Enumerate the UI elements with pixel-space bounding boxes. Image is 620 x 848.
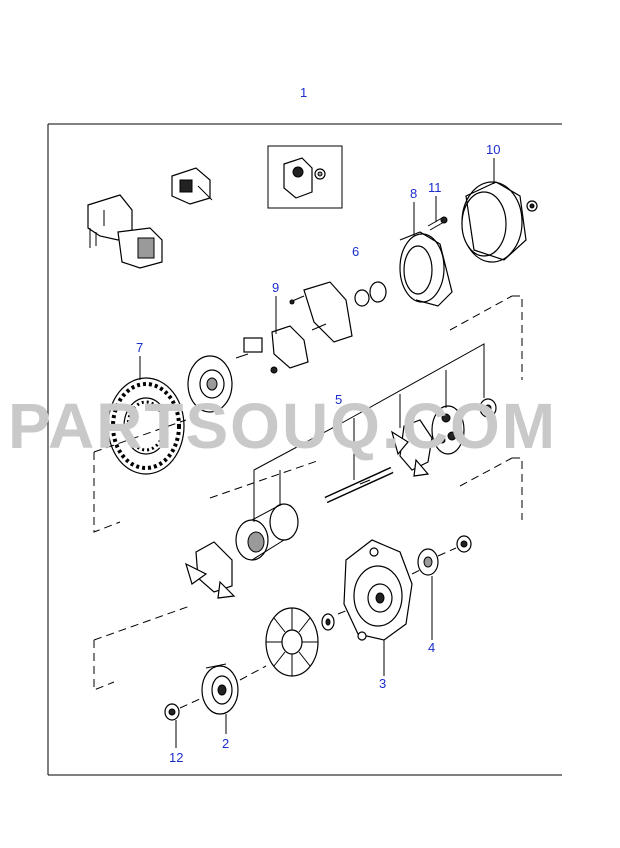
rear-cover-part (461, 181, 538, 263)
dashed-axis-mid (209, 459, 321, 499)
callout-6: 6 (352, 244, 359, 259)
leader-5-left (253, 408, 341, 522)
callout-8: 8 (410, 186, 417, 201)
dashed-outline-right-upper (512, 295, 523, 380)
inner-fan-part (391, 419, 433, 477)
callout-1: 1 (300, 85, 307, 100)
rotor-part (235, 503, 299, 561)
front-fan-part (185, 541, 236, 599)
dashed-axis-fan (239, 665, 267, 681)
brush-holder-part (289, 281, 353, 343)
rear-bearing-part (479, 398, 497, 418)
seal-plate-part (187, 355, 233, 413)
front-housing-part (343, 539, 413, 641)
callout-9: 9 (272, 280, 279, 295)
regulator-part (171, 167, 213, 205)
pulley-nut-part (164, 703, 180, 721)
callout-4: 4 (428, 640, 435, 655)
callout-3: 3 (379, 676, 386, 691)
wiring-bracket-part (87, 194, 163, 269)
leader-5-right (339, 343, 485, 425)
bolt-part (427, 216, 448, 231)
rotor-shaft-part (324, 466, 394, 504)
brush-assembly-part (235, 325, 309, 374)
inset-box (267, 145, 343, 209)
dashed-axis-pulley (179, 697, 203, 709)
brush-holder-inset-part (283, 157, 326, 199)
callout-10: 10 (486, 142, 500, 157)
cooling-fan-part (265, 607, 319, 677)
dashed-axis-lower (93, 605, 191, 641)
dashed-axis-left (93, 419, 187, 453)
dashed-outline-right-lower (512, 457, 523, 520)
bearing-part (354, 281, 387, 307)
callout-2: 2 (222, 736, 229, 751)
rear-bracket-part (399, 231, 453, 307)
dashed-axis-spacer (337, 609, 349, 615)
dashed-axis-bearing (411, 569, 421, 575)
pulley-part (201, 663, 239, 715)
callout-5: 5 (335, 392, 342, 407)
rectifier-part (431, 405, 465, 455)
dashed-outline-left-lower (93, 640, 115, 691)
dashed-axis-nut (437, 547, 457, 557)
dashed-axis-right (459, 457, 513, 487)
spacer-part (321, 613, 335, 631)
watermark: PARTSOUQ.COM (8, 390, 557, 462)
callout-7: 7 (136, 340, 143, 355)
front-bearing-part (417, 535, 472, 576)
callout-12: 12 (169, 750, 183, 765)
dashed-axis-top (449, 295, 513, 331)
dashed-outline-left-upper (93, 452, 121, 533)
callout-11: 11 (428, 180, 442, 195)
